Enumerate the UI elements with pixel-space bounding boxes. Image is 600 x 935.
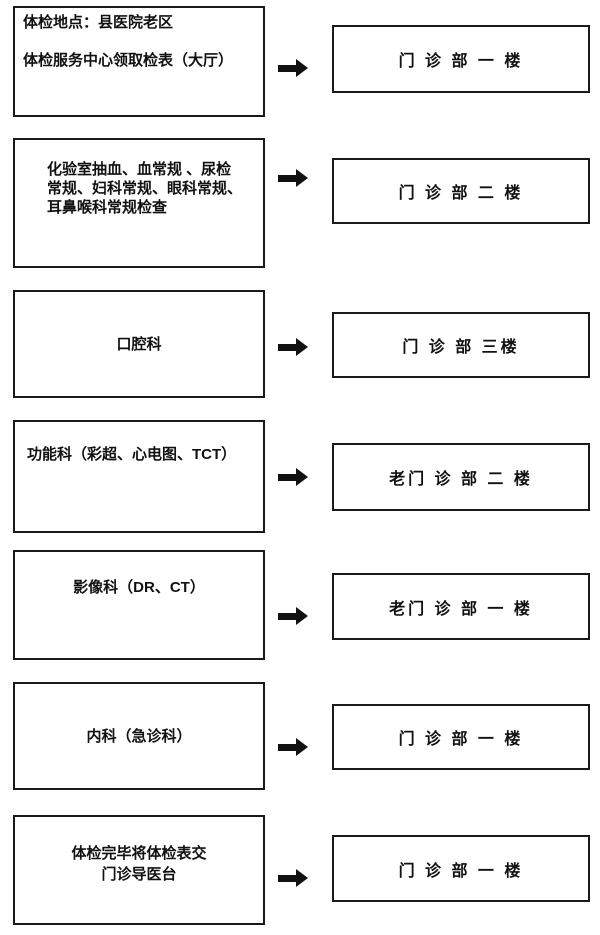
step-box-function-dept: 功能科（彩超、心电图、TCT） xyxy=(13,420,265,533)
step-box-submit-form: 体检完毕将体检表交 门诊导医台 xyxy=(13,815,265,925)
step-box-internal-medicine: 内科（急诊科） xyxy=(13,682,265,790)
step-text: 体检地点：县医院老区 体检服务中心领取检表（大厅） xyxy=(23,14,234,69)
location-box-2: 门 诊 部 二 楼 xyxy=(332,158,590,224)
step-text: 内科（急诊科） xyxy=(86,727,192,745)
arrow-head xyxy=(296,869,308,887)
arrow-head xyxy=(296,468,308,486)
location-text: 门 诊 部 三楼 xyxy=(402,339,520,356)
location-text: 门 诊 部 一 楼 xyxy=(398,731,524,748)
arrow-head xyxy=(296,59,308,77)
arrow-right-icon xyxy=(278,607,308,625)
arrow-shaft xyxy=(278,473,296,481)
step-box-dental: 口腔科 xyxy=(13,290,265,398)
step-box-lab-tests: 化验室抽血、血常规 、尿检 常规、妇科常规、眼科常规、 耳鼻喉科常规检查 xyxy=(13,138,265,268)
step-box-imaging-dept: 影像科（DR、CT） xyxy=(13,550,265,660)
arrow-right-icon xyxy=(278,738,308,756)
location-text: 门 诊 部 二 楼 xyxy=(398,185,524,202)
arrow-shaft xyxy=(278,743,296,751)
step-text: 体检完毕将体检表交 门诊导医台 xyxy=(71,845,207,883)
arrow-shaft xyxy=(278,874,296,882)
arrow-shaft xyxy=(278,174,296,182)
location-box-4: 老门 诊 部 二 楼 xyxy=(332,443,590,511)
location-text: 老门 诊 部 二 楼 xyxy=(389,471,533,488)
arrow-right-icon xyxy=(278,869,308,887)
step-text: 功能科（彩超、心电图、TCT） xyxy=(27,446,237,463)
arrow-right-icon xyxy=(278,338,308,356)
arrow-right-icon xyxy=(278,468,308,486)
step-box-checkin: 体检地点：县医院老区 体检服务中心领取检表（大厅） xyxy=(13,6,265,117)
arrow-shaft xyxy=(278,343,296,351)
arrow-head xyxy=(296,169,308,187)
location-box-6: 门 诊 部 一 楼 xyxy=(332,704,590,770)
arrow-head xyxy=(296,607,308,625)
arrow-right-icon xyxy=(278,59,308,77)
location-text: 门 诊 部 一 楼 xyxy=(398,53,524,70)
location-box-3: 门 诊 部 三楼 xyxy=(332,312,590,378)
location-box-5: 老门 诊 部 一 楼 xyxy=(332,573,590,640)
arrow-right-icon xyxy=(278,169,308,187)
arrow-shaft xyxy=(278,64,296,72)
location-box-7: 门 诊 部 一 楼 xyxy=(332,835,590,902)
location-box-1: 门 诊 部 一 楼 xyxy=(332,25,590,93)
arrow-head xyxy=(296,738,308,756)
location-text: 门 诊 部 一 楼 xyxy=(398,862,524,880)
location-text: 老门 诊 部 一 楼 xyxy=(389,600,533,618)
step-text: 化验室抽血、血常规 、尿检 常规、妇科常规、眼科常规、 耳鼻喉科常规检查 xyxy=(47,161,243,216)
step-text: 口腔科 xyxy=(116,335,162,353)
arrow-shaft xyxy=(278,612,296,620)
step-text: 影像科（DR、CT） xyxy=(73,579,205,596)
arrow-head xyxy=(296,338,308,356)
